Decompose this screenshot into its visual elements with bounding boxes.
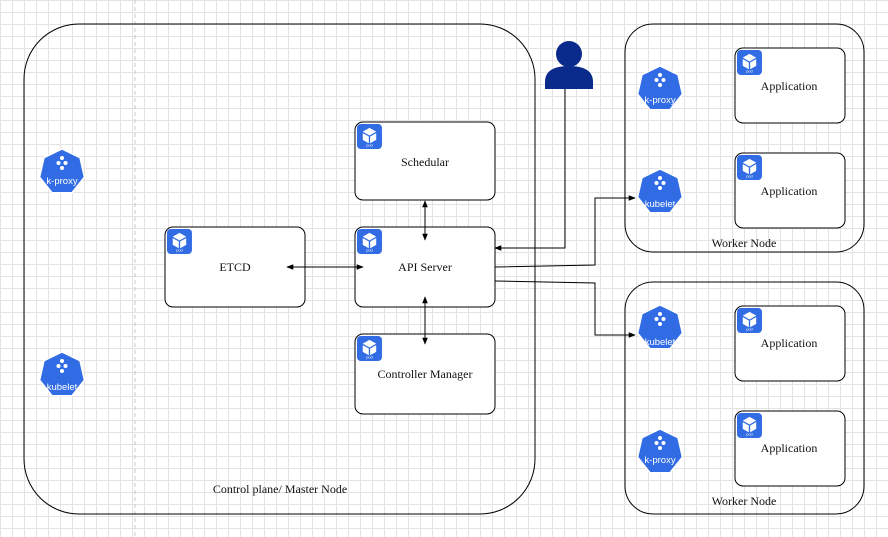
etcd-label: ETCD (219, 260, 251, 274)
svg-text:k-proxy: k-proxy (46, 176, 77, 187)
application-label: Application (761, 79, 818, 93)
edge-user-api (494, 88, 566, 251)
svg-text:k-proxy: k-proxy (644, 95, 675, 106)
svg-text:kubelet: kubelet (645, 337, 676, 348)
worker-node-label: Worker Node (712, 494, 777, 508)
kubelet-icon: kubelet (38, 351, 86, 397)
pod-icon: pod (357, 229, 382, 254)
worker-node-label: Worker Node (712, 236, 777, 250)
pod-icon: pod (167, 229, 192, 254)
edge-api-kubelet-top (494, 195, 636, 268)
pod-icon: pod (357, 336, 382, 361)
svg-text:pod: pod (366, 356, 372, 360)
application-box-top-2[interactable] (734, 152, 846, 229)
svg-text:kubelet: kubelet (47, 382, 78, 393)
user-icon (545, 41, 593, 89)
svg-text:pod: pod (176, 249, 182, 253)
pod-icon: pod (737, 50, 762, 75)
application-box-bottom-1[interactable] (734, 305, 846, 382)
application-box-bottom-2[interactable] (734, 410, 846, 487)
kubelet-icon: kubelet (636, 304, 684, 350)
svg-text:pod: pod (746, 175, 752, 179)
pod-icon: pod (737, 413, 762, 438)
svg-text:kubelet: kubelet (645, 199, 676, 210)
edge-api-kubelet-bottom (494, 280, 636, 338)
application-label: Application (761, 441, 818, 455)
control-plane-container (23, 23, 536, 515)
kubelet-icon: kubelet (636, 168, 684, 214)
control-plane-label: Control plane/ Master Node (213, 482, 347, 496)
application-label: Application (761, 336, 818, 350)
svg-text:pod: pod (746, 328, 752, 332)
k-proxy-icon: k-proxy (636, 65, 684, 111)
svg-text:pod: pod (366, 144, 372, 148)
controller-manager-label: Controller Manager (378, 367, 473, 381)
schedular-box[interactable] (354, 121, 496, 201)
svg-text:pod: pod (746, 433, 752, 437)
k-proxy-icon: k-proxy (38, 148, 86, 194)
api-server-label: API Server (398, 260, 452, 274)
svg-text:k-proxy: k-proxy (644, 455, 675, 466)
k-proxy-icon: k-proxy (636, 428, 684, 474)
pod-icon: pod (357, 124, 382, 149)
pod-icon: pod (737, 155, 762, 180)
worker-node-bottom-container (624, 281, 865, 515)
schedular-label: Schedular (401, 155, 449, 169)
worker-node-top-container (624, 23, 865, 253)
svg-text:pod: pod (746, 70, 752, 74)
pod-icon: pod (737, 308, 762, 333)
svg-text:pod: pod (366, 249, 372, 253)
application-box-top-1[interactable] (734, 47, 846, 124)
application-label: Application (761, 184, 818, 198)
